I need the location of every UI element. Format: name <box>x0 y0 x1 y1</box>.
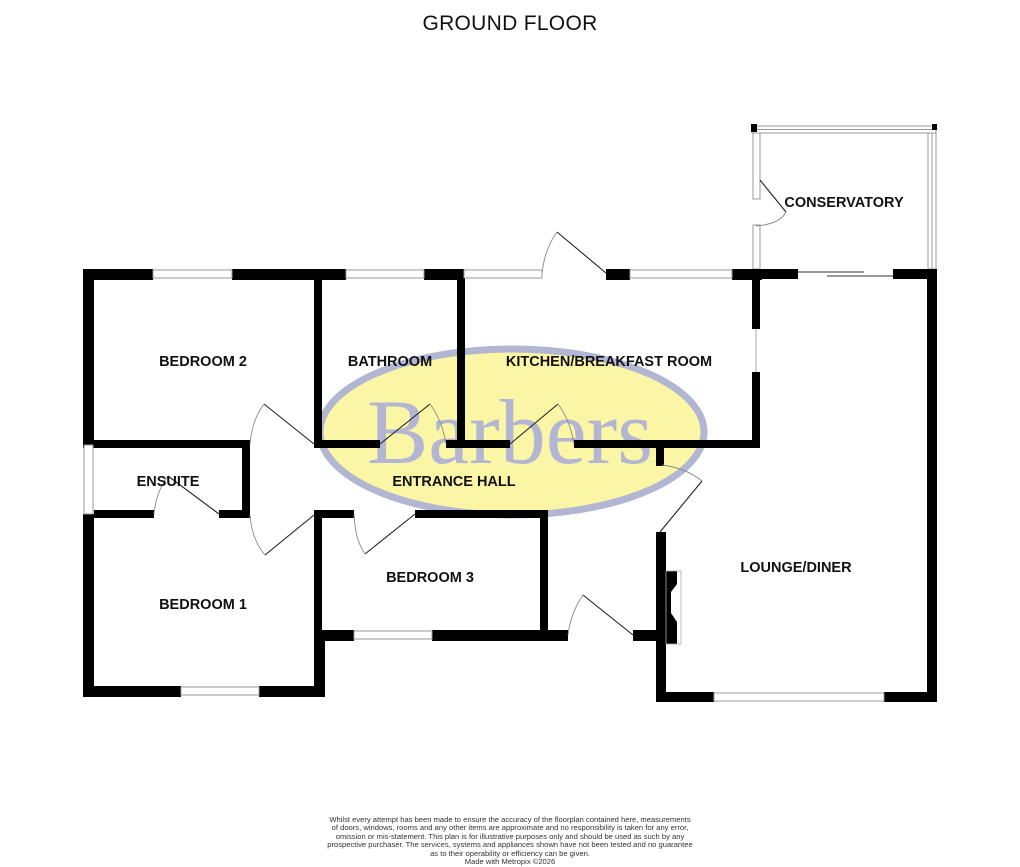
door-arc <box>353 513 366 555</box>
room-label-bedroom-3: BEDROOM 3 <box>386 570 474 586</box>
wall <box>314 510 354 518</box>
wall <box>606 269 630 280</box>
door-arc <box>755 211 787 227</box>
window <box>752 224 761 270</box>
room-label-ensuite: ENSUITE <box>137 474 200 490</box>
wall <box>314 276 322 446</box>
room-label-entrance-hall: ENTRANCE HALL <box>392 474 515 490</box>
window <box>463 269 543 279</box>
wall <box>932 124 937 130</box>
metropix-credit: Made with Metropix ©2026 <box>464 857 556 867</box>
wall <box>732 269 762 280</box>
disclaimer-line: Whilst every attempt has been made to en… <box>329 815 691 824</box>
watermark-text: Barbers <box>367 381 653 483</box>
door-arc <box>153 475 169 515</box>
wall <box>656 532 666 702</box>
wall <box>752 372 760 448</box>
disclaimer-line: prospective purchaser. The services, sys… <box>327 840 693 850</box>
wall <box>574 440 760 448</box>
floor-title: GROUND FLOOR <box>422 12 598 35</box>
room-label-bathroom: BATHROOM <box>348 354 432 370</box>
door <box>364 513 416 555</box>
wall <box>751 124 757 132</box>
room-label-bedroom-1: BEDROOM 1 <box>159 597 247 613</box>
door <box>659 480 703 533</box>
wall <box>540 510 548 638</box>
wall <box>446 440 510 448</box>
door-arc <box>249 514 266 556</box>
wall <box>432 630 568 641</box>
wall <box>83 269 94 445</box>
door <box>264 514 315 556</box>
wall <box>83 514 94 697</box>
wall <box>314 630 354 641</box>
disclaimer: Whilst every attempt has been made to en… <box>310 815 710 867</box>
door-arc <box>249 403 265 445</box>
door <box>582 594 634 636</box>
wall <box>752 269 760 329</box>
walls <box>83 269 937 702</box>
wall <box>314 440 380 448</box>
disclaimer-line: omission or mis-statement. This plan is … <box>335 831 685 841</box>
disclaimer-line: of doors, windows, rooms and any other i… <box>331 823 689 833</box>
window <box>752 132 761 200</box>
window <box>353 630 433 640</box>
room-label-conservatory: CONSERVATORY <box>784 195 904 211</box>
window <box>180 686 260 696</box>
room-label-bedroom-2: BEDROOM 2 <box>159 354 247 370</box>
door <box>167 475 220 515</box>
door-arc <box>567 594 584 636</box>
window <box>345 269 425 279</box>
window <box>713 692 885 702</box>
wall <box>415 510 547 518</box>
door-arc <box>661 464 703 482</box>
window <box>152 269 233 279</box>
wall <box>83 269 153 280</box>
wall <box>656 440 664 466</box>
fireplace <box>666 571 677 644</box>
wall <box>424 269 464 280</box>
door <box>509 403 559 445</box>
doors <box>153 231 703 636</box>
wall <box>232 269 346 280</box>
wall <box>927 269 937 702</box>
door <box>263 403 315 445</box>
room-labels: BEDROOM 2 BATHROOM KITCHEN/BREAKFAST ROO… <box>137 195 904 613</box>
wall <box>83 440 250 448</box>
wall <box>457 276 465 446</box>
wall <box>314 632 325 697</box>
window <box>83 444 94 515</box>
wall <box>633 630 663 641</box>
door-arc <box>429 403 447 445</box>
windows <box>83 269 893 702</box>
wall <box>242 440 250 516</box>
wall <box>893 269 937 279</box>
door <box>556 231 607 274</box>
door <box>759 179 787 213</box>
window <box>629 269 733 279</box>
room-label-lounge-diner: LOUNGE/DINER <box>740 560 852 576</box>
wall <box>219 510 250 518</box>
wall <box>94 510 154 518</box>
wall <box>83 686 181 697</box>
door-arc <box>541 231 558 274</box>
room-label-kitchen: KITCHEN/BREAKFAST ROOM <box>506 354 712 370</box>
wall <box>884 692 937 702</box>
wall <box>259 686 325 697</box>
conservatory-frame <box>751 124 937 270</box>
door-arc <box>557 403 575 445</box>
wall <box>656 692 714 702</box>
disclaimer-line: as to their operability or efficiency ca… <box>430 848 590 858</box>
wall <box>314 510 322 638</box>
door <box>379 403 431 445</box>
watermark-logo: Barbers <box>316 345 708 519</box>
wall <box>760 269 798 279</box>
